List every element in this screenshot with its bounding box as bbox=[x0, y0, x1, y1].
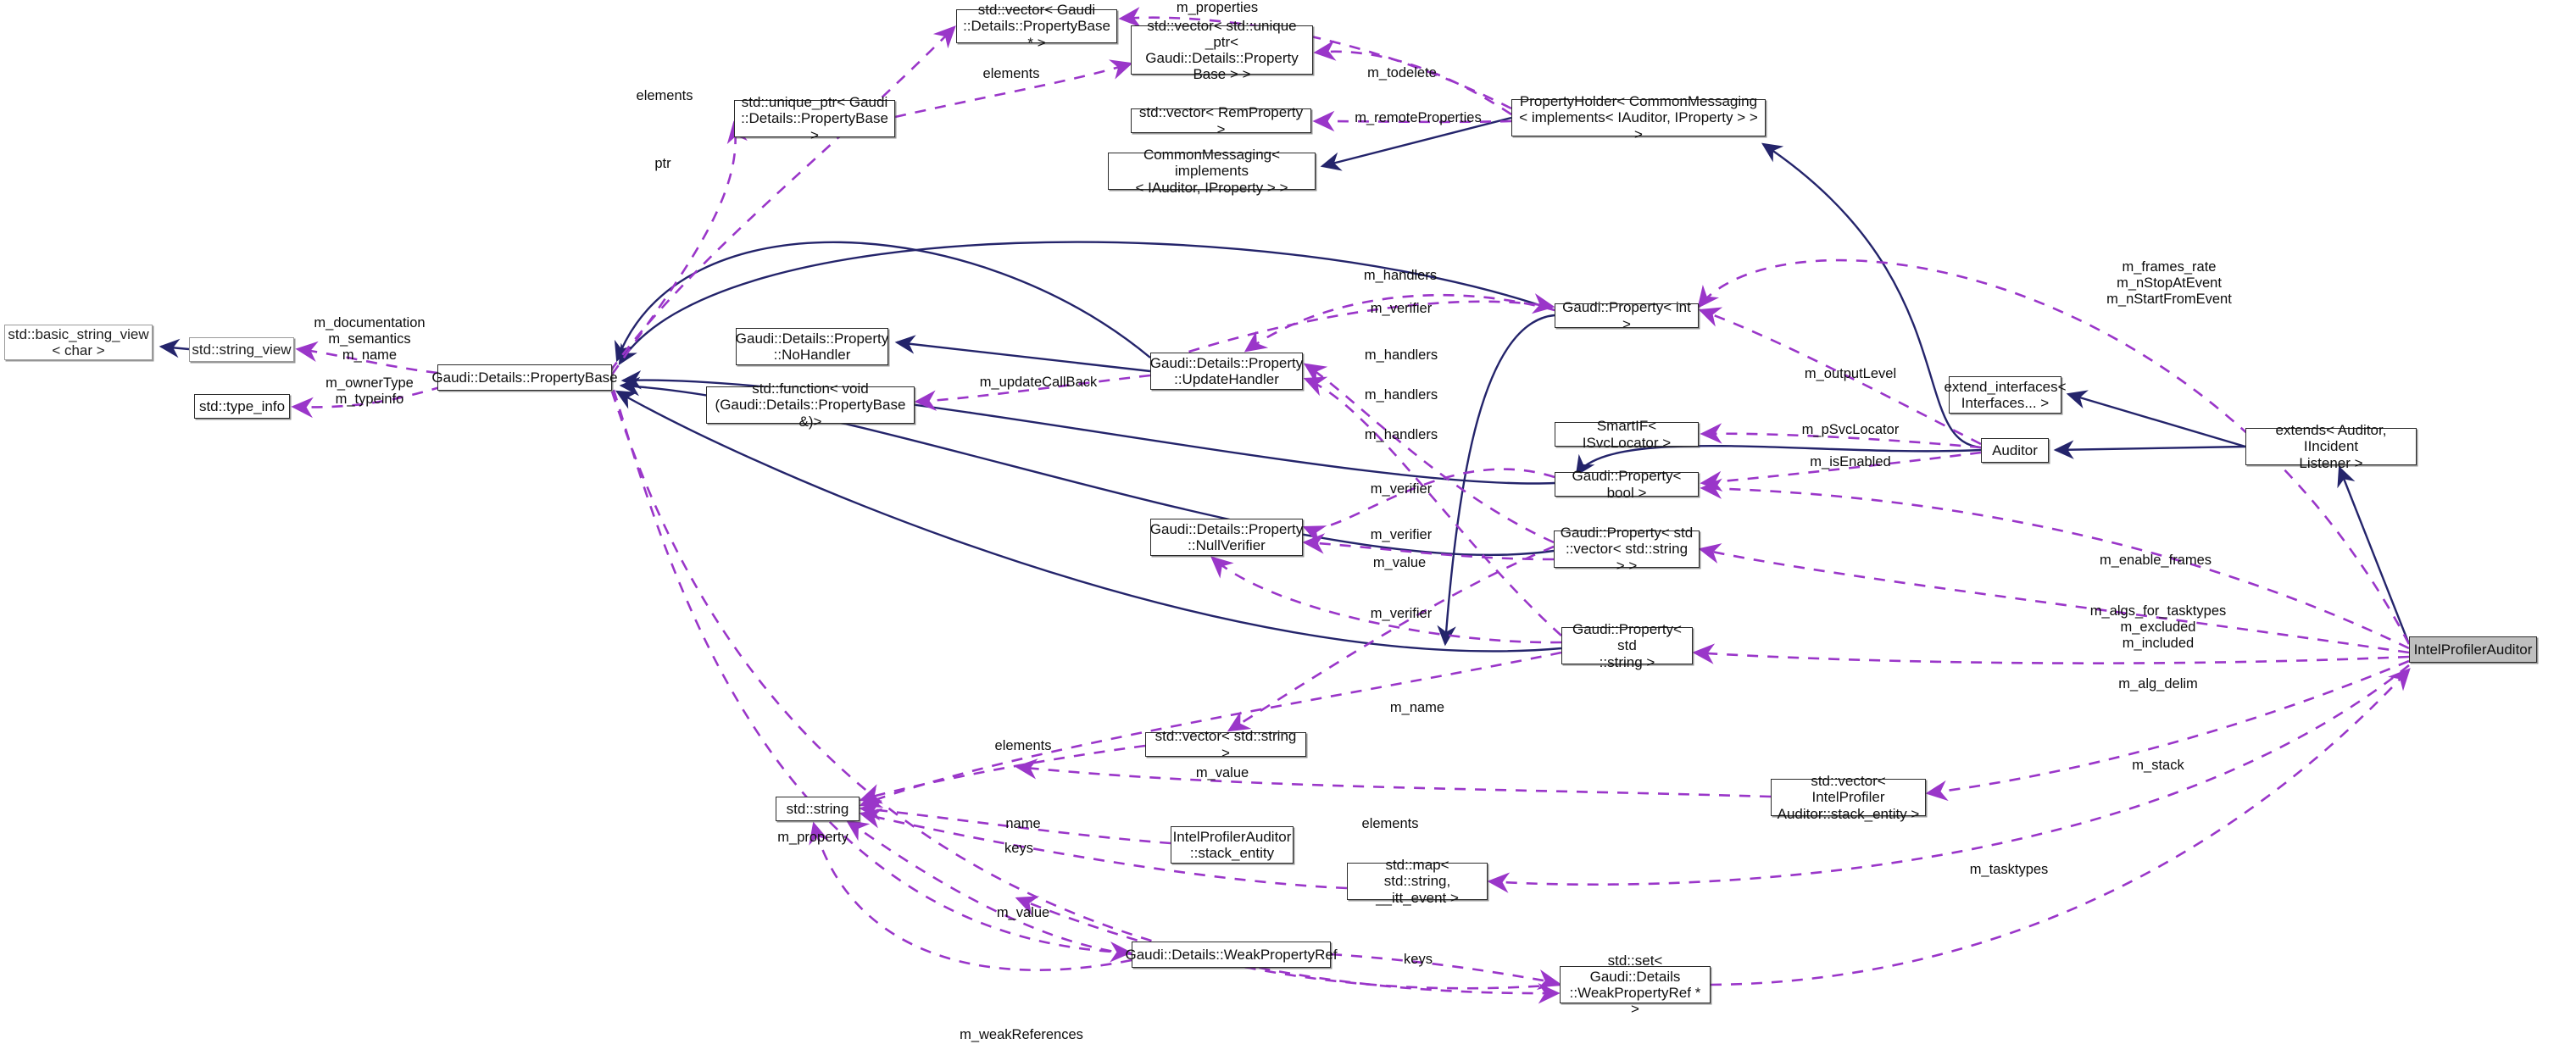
class-node-label: CommonMessaging< implements < IAuditor, … bbox=[1135, 147, 1288, 196]
edge-label-l_m_algs_tasktypes: m_algs_for_tasktypes m_excluded m_includ… bbox=[2089, 603, 2227, 652]
edge-label-l_m_handlers_top: m_handlers bbox=[1363, 268, 1438, 283]
edge-label-l_m_value_2: m_value bbox=[1195, 765, 1249, 780]
class-node-vec_uniq_propbase[interactable]: std::vector< std::unique _ptr< Gaudi::De… bbox=[1131, 18, 1313, 82]
class-node-label: Gaudi::Property< bool > bbox=[1572, 468, 1682, 501]
class-node-uniq_propbase[interactable]: std::unique_ptr< Gaudi ::Details::Proper… bbox=[734, 94, 895, 143]
edge-label-l_m_alg_delim: m_alg_delim bbox=[2118, 676, 2198, 692]
class-node-auditor[interactable]: Auditor bbox=[1981, 438, 2049, 463]
edge-label-l_m_todelete: m_todelete bbox=[1367, 65, 1437, 81]
class-node-vec_remproperty[interactable]: std::vector< RemProperty > bbox=[1131, 104, 1311, 137]
class-node-label: std::type_info bbox=[198, 397, 286, 414]
edge-label-l_name: name bbox=[1005, 816, 1041, 831]
class-node-label: std::vector< RemProperty > bbox=[1138, 104, 1304, 137]
class-node-label: Auditor bbox=[1992, 442, 2038, 458]
edge-label-l_m_isenabled: m_isEnabled bbox=[1810, 454, 1891, 469]
class-node-updatehandler[interactable]: Gaudi::Details::Property ::UpdateHandler bbox=[1150, 353, 1303, 390]
edge-label-l_m_name: m_name bbox=[1389, 700, 1445, 715]
class-node-label: PropertyHolder< CommonMessaging < implem… bbox=[1519, 93, 1758, 142]
edge-label-l_m_outputlevel: m_outputLevel bbox=[1804, 366, 1897, 381]
class-node-prop_bool[interactable]: Gaudi::Property< bool > bbox=[1555, 468, 1699, 501]
edge-label-l_elements_4: elements bbox=[1361, 816, 1419, 831]
class-node-label: std::map< std::string, __itt_event > bbox=[1376, 857, 1459, 906]
edge-label-l_m_verifier_4: m_verifier bbox=[1370, 606, 1433, 621]
edge-label-l_keys_2: keys bbox=[1404, 952, 1433, 967]
class-node-label: Gaudi::Details::Property ::NullVerifier bbox=[1149, 520, 1304, 553]
edge-label-l_m_handlers_2: m_handlers bbox=[1364, 347, 1438, 363]
class-node-extends_auditor[interactable]: extends< Auditor, IIncident Listener > bbox=[2245, 422, 2417, 471]
class-node-label: IntelProfilerAuditor ::stack_entity bbox=[1172, 828, 1292, 861]
class-node-vec_string[interactable]: std::vector< std::string > bbox=[1145, 728, 1306, 761]
class-node-label: Gaudi::Details::PropertyBase bbox=[431, 369, 618, 386]
class-node-label: Gaudi::Property< int > bbox=[1562, 299, 1691, 332]
edge-label-l_keys_1: keys bbox=[1004, 841, 1033, 856]
class-node-prop_int[interactable]: Gaudi::Property< int > bbox=[1555, 299, 1699, 332]
class-node-std_function[interactable]: std::function< void (Gaudi::Details::Pro… bbox=[706, 381, 915, 430]
class-node-nullverifier[interactable]: Gaudi::Details::Property ::NullVerifier bbox=[1150, 519, 1303, 556]
class-node-label: std::function< void (Gaudi::Details::Pro… bbox=[715, 381, 906, 430]
class-node-nohandler[interactable]: Gaudi::Details::Property ::NoHandler bbox=[736, 328, 888, 365]
class-node-label: SmartIF< ISvcLocator > bbox=[1582, 418, 1672, 451]
edge-label-l_m_psvclocator: m_pSvcLocator bbox=[1801, 422, 1900, 437]
class-node-label: std::basic_string_view < char > bbox=[8, 325, 149, 358]
class-node-set_weakref[interactable]: std::set< Gaudi::Details ::WeakPropertyR… bbox=[1560, 953, 1711, 1017]
class-node-label: extends< Auditor, IIncident Listener > bbox=[2275, 422, 2387, 471]
edge-label-l_m_verifier_1: m_verifier bbox=[1370, 301, 1433, 316]
edge-label-l_m_enable_frames: m_enable_frames bbox=[2099, 553, 2212, 568]
class-node-label: std::unique_ptr< Gaudi ::Details::Proper… bbox=[741, 94, 888, 143]
class-node-propertybase[interactable]: Gaudi::Details::PropertyBase bbox=[431, 364, 618, 391]
class-node-label: std::vector< std::unique _ptr< Gaudi::De… bbox=[1145, 17, 1299, 83]
edge-label-l_m_ownertype: m_ownerType m_typeinfo bbox=[325, 375, 414, 408]
class-node-label: std::vector< std::string > bbox=[1154, 728, 1297, 761]
edge-label-l_m_verifier_3: m_verifier bbox=[1370, 527, 1433, 542]
edge-label-l_m_weakreferences: m_weakReferences bbox=[960, 1027, 1083, 1042]
edge-label-l_m_value_1: m_value bbox=[1372, 555, 1427, 570]
edge-label-l_m_handlers_4: m_handlers bbox=[1364, 427, 1438, 442]
class-node-label: Gaudi::Property< std ::string > bbox=[1572, 621, 1682, 670]
class-node-label: Gaudi::Details::Property ::UpdateHandler bbox=[1149, 354, 1304, 387]
class-node-basic_string_view[interactable]: std::basic_string_view < char > bbox=[4, 325, 153, 360]
class-node-label: std::string_view bbox=[192, 341, 292, 358]
edge-label-l_m_value_3: m_value bbox=[996, 905, 1050, 920]
class-node-prop_vec_string[interactable]: Gaudi::Property< std ::vector< std::stri… bbox=[1554, 525, 1700, 574]
class-node-vec_stack_entity[interactable]: std::vector< IntelProfiler Auditor::stac… bbox=[1771, 773, 1926, 822]
edge-label-l_m_remoteprops: m_remoteProperties bbox=[1355, 110, 1482, 125]
edge-label-l_m_updatecallback: m_updateCallBack bbox=[979, 375, 1098, 390]
class-node-label: Gaudi::Property< std ::vector< std::stri… bbox=[1560, 525, 1694, 574]
edge-label-l_m_handlers_3: m_handlers bbox=[1364, 387, 1438, 403]
class-node-stack_entity[interactable]: IntelProfilerAuditor ::stack_entity bbox=[1171, 826, 1294, 864]
class-node-label: std::string bbox=[786, 800, 849, 817]
class-node-string_view[interactable]: std::string_view bbox=[189, 337, 294, 362]
class-node-prop_string[interactable]: Gaudi::Property< std ::string > bbox=[1561, 621, 1693, 670]
class-node-weakpropertyref[interactable]: Gaudi::Details::WeakPropertyRef bbox=[1125, 942, 1338, 968]
class-node-extend_interfaces[interactable]: extend_interfaces< Interfaces... > bbox=[1944, 376, 2067, 414]
class-node-propertyholder[interactable]: PropertyHolder< CommonMessaging < implem… bbox=[1511, 93, 1766, 142]
class-node-commonmessaging[interactable]: CommonMessaging< implements < IAuditor, … bbox=[1108, 147, 1316, 196]
class-node-type_info[interactable]: std::type_info bbox=[194, 394, 290, 419]
edge-label-l_ptr: ptr bbox=[654, 156, 671, 171]
class-node-vec_propbase_ptr[interactable]: std::vector< Gaudi ::Details::PropertyBa… bbox=[956, 2, 1117, 51]
class-node-smartif[interactable]: SmartIF< ISvcLocator > bbox=[1555, 418, 1699, 451]
class-node-map_itt_event[interactable]: std::map< std::string, __itt_event > bbox=[1347, 857, 1488, 906]
class-node-label: std::set< Gaudi::Details ::WeakPropertyR… bbox=[1569, 952, 1701, 1018]
edge-label-l_m_verifier_2: m_verifier bbox=[1370, 481, 1433, 497]
class-node-label: extend_interfaces< Interfaces... > bbox=[1944, 378, 2067, 411]
edge-label-l_elements_1: elements bbox=[982, 66, 1040, 81]
class-node-label: std::vector< IntelProfiler Auditor::stac… bbox=[1777, 773, 1920, 822]
class-node-label: std::vector< Gaudi ::Details::PropertyBa… bbox=[963, 2, 1110, 51]
edge-label-l_m_documentation: m_documentation m_semantics m_name bbox=[314, 315, 426, 364]
edge-label-l_m_frames_rate: m_frames_rate m_nStopAtEvent m_nStartFro… bbox=[2106, 259, 2232, 308]
edge-label-l_m_properties: m_properties bbox=[1176, 0, 1259, 15]
class-node-intelprofilerauditor[interactable]: IntelProfilerAuditor bbox=[2409, 636, 2537, 663]
edge-label-l_m_tasktypes: m_tasktypes bbox=[1969, 862, 2049, 877]
edge-label-l_elements_3: elements bbox=[994, 738, 1052, 753]
class-node-label: Gaudi::Details::Property ::NoHandler bbox=[735, 330, 889, 363]
edge-label-l_m_stack: m_stack bbox=[2132, 758, 2184, 773]
class-node-std_string[interactable]: std::string bbox=[776, 797, 860, 821]
class-node-label: Gaudi::Details::WeakPropertyRef bbox=[1125, 946, 1338, 963]
edge-label-l_m_property: m_property bbox=[777, 830, 848, 845]
class-node-label: IntelProfilerAuditor bbox=[2413, 641, 2533, 658]
edge-label-l_elements_2: elements bbox=[636, 88, 693, 103]
